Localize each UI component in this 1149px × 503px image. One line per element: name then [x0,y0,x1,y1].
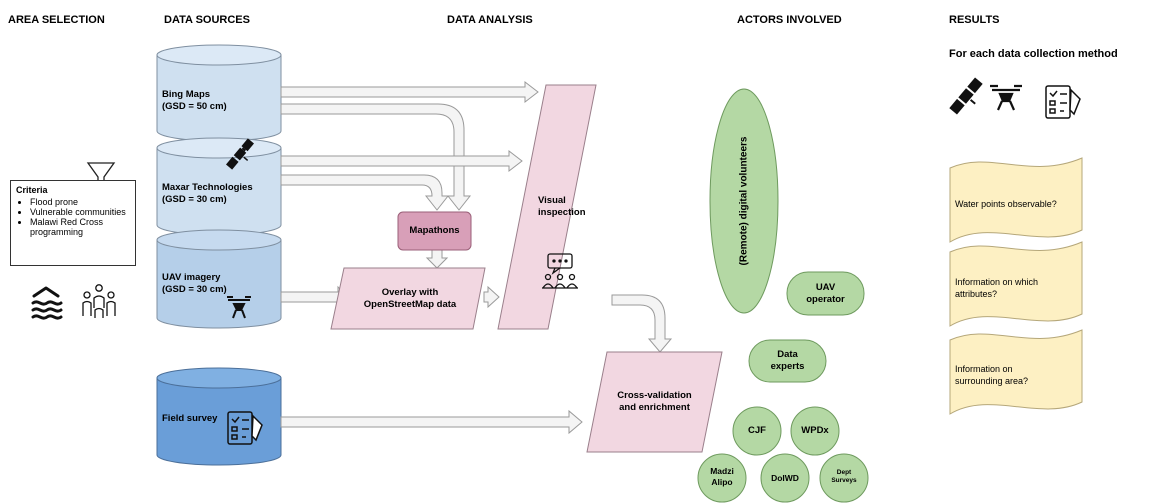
arrow-mapathons-to-overlay [425,249,449,269]
community-icon [82,284,116,318]
result-banner-1 [949,157,1083,243]
cylinder-bing-maps [156,44,282,142]
arrow-maxar-to-mapathons [280,174,450,211]
header-area-selection: AREA SELECTION [8,14,105,26]
header-data-sources: DATA SOURCES [164,14,250,26]
satellite-icon [226,138,254,170]
criteria-item: Flood prone [30,197,130,207]
cross-validation-label: Cross-validation and enrichment [617,390,692,413]
arrows [280,80,673,435]
overlay-shape [330,267,486,330]
madzi-alipo-label: Madzi Alipo [710,466,734,487]
cjf-shape [732,406,782,456]
results-subtitle: For each data collection method [949,48,1118,60]
visual-inspection-label: Visual inspection [538,195,586,218]
cylinder-uav-imagery [156,229,282,329]
drone-icon [990,84,1022,111]
criteria-item: Malawi Red Cross programming [30,217,130,237]
criteria-title: Criteria [16,185,48,195]
uav-imagery-label: UAV imagery (GSD = 30 cm) [162,272,227,295]
arrow-bing-to-mapathons [280,103,472,211]
uav-operator-label: UAV operator [806,282,845,305]
arrow-visual-to-cross [611,294,673,353]
arrow-overlay-to-visual [483,285,500,309]
header-actors-involved: ACTORS INVOLVED [737,14,842,26]
arrow-field-to-cross [280,409,583,435]
data-experts-label: Data experts [770,349,805,372]
overlay-label: Overlay with OpenStreetMap data [363,287,457,310]
satellite-icon [949,77,983,115]
criteria-list: Flood prone Vulnerable communities Malaw… [16,197,130,237]
cross-validation-shape [586,351,723,453]
result-item-2: Information on which attributes? [955,277,1039,299]
dept-surveys-label: Dept Surveys [831,469,857,484]
cjf-label: CJF [748,425,766,436]
dept-surveys-shape [819,453,869,503]
cylinder-maxar [156,137,282,236]
criteria-item: Vulnerable communities [30,207,130,217]
result-banner-2 [949,241,1083,327]
uav-operator-shape [786,271,865,316]
doiwd-label: DoIWD [771,473,799,483]
arrow-maxar-to-visual [280,149,523,173]
flood-icon [31,286,63,320]
result-banner-3 [949,329,1083,415]
meeting-icon [542,253,578,289]
result-item-3: Information on surrounding area? [955,364,1029,386]
result-item-1: Water points observable? [955,199,1057,209]
bing-maps-label: Bing Maps (GSD = 50 cm) [162,89,227,112]
mapathons-shape [397,211,472,251]
survey-form-icon [227,411,263,445]
maxar-label: Maxar Technologies (GSD = 30 cm) [162,182,253,205]
header-data-analysis: DATA ANALYSIS [447,14,533,26]
field-survey-label: Field survey [162,413,218,424]
drone-icon [227,296,251,319]
volunteers-label: (Remote) digital volunteers [739,136,750,265]
wpdx-shape [790,406,840,456]
criteria-box: Criteria Flood prone Vulnerable communit… [10,180,136,266]
visual-inspection-shape [497,84,597,330]
arrow-bing-to-visual [280,80,539,104]
wpdx-label: WPDx [801,425,829,436]
volunteers-shape [709,88,779,314]
doiwd-shape [760,453,810,503]
mapathons-label: Mapathons [409,225,460,236]
madzi-alipo-shape [697,453,747,503]
header-results: RESULTS [949,14,1000,26]
survey-form-icon [1045,85,1081,119]
data-experts-shape [748,339,827,383]
